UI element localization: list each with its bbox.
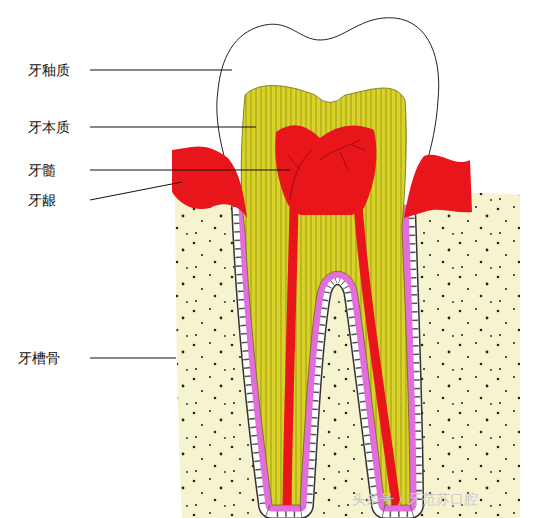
pulp-vessels — [288, 140, 365, 200]
gingiva — [404, 155, 472, 218]
watermark: 头条号 / 牙范苏口腔 — [352, 490, 478, 508]
part-label: 牙槽骨 — [18, 349, 60, 367]
part-label: 牙龈 — [28, 191, 56, 209]
pulp-canal — [287, 205, 294, 505]
gingiva — [172, 147, 247, 219]
part-label: 牙本质 — [28, 118, 70, 136]
pulp-chamber — [275, 125, 376, 215]
pulp-canal — [358, 205, 396, 505]
part-label: 牙釉质 — [28, 61, 70, 79]
part-label: 牙髓 — [28, 161, 56, 179]
leader-lines — [90, 70, 290, 358]
dentin — [241, 86, 410, 505]
